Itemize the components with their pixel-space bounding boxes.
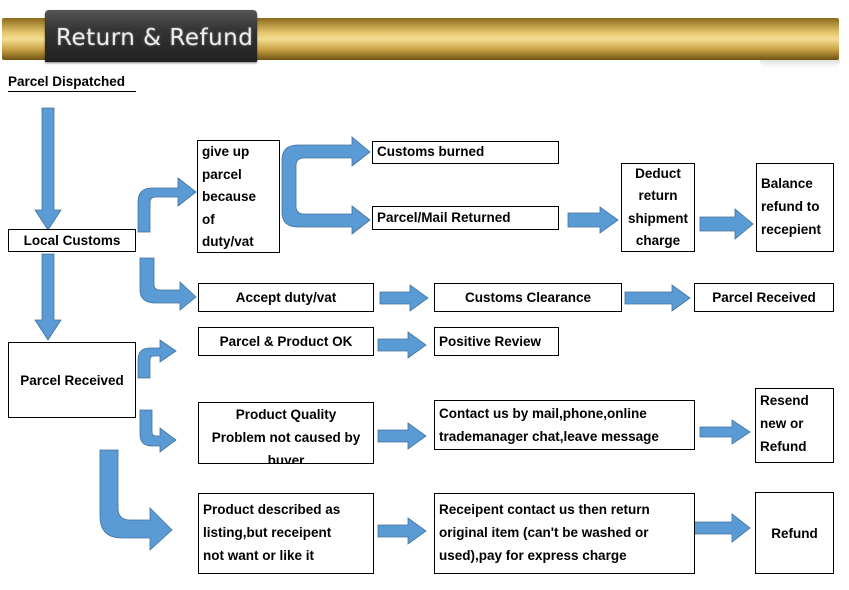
node-parcel-dispatched: Parcel Dispatched	[8, 74, 136, 92]
arrow-dispatched-to-customs	[34, 107, 62, 231]
node-positive-review: Positive Review	[434, 327, 559, 356]
node-parcel-received-left: Parcel Received	[8, 342, 136, 418]
arrow-contact-to-resend	[699, 419, 751, 445]
arrow-customs-to-received	[34, 253, 62, 341]
node-parcel-received-right: Parcel Received	[694, 283, 834, 312]
title-tab: Return & Refund	[45, 10, 257, 62]
arrow-accept-to-clearance	[379, 284, 429, 312]
page-title: Return & Refund	[56, 25, 254, 51]
arrow-deduct-to-balance	[699, 208, 754, 240]
arrow-received-to-described	[99, 449, 173, 551]
node-refund: Refund	[755, 492, 834, 574]
arrow-received-to-ok	[137, 339, 177, 379]
arrow-contact-to-refund	[692, 513, 751, 543]
arrow-returned-to-deduct	[567, 206, 619, 234]
node-balance-refund: Balance refund to recepient	[756, 163, 834, 252]
node-local-customs: Local Customs	[8, 229, 136, 252]
node-resend-or-refund: Resend new or Refund	[755, 388, 834, 463]
arrow-ok-to-review	[377, 331, 427, 359]
arrow-quality-to-contact	[377, 422, 427, 450]
arrow-customs-to-accept	[139, 257, 197, 311]
node-contact-us: Contact us by mail,phone,online trademan…	[434, 400, 695, 450]
arrow-customs-to-giveup	[137, 177, 197, 233]
banner-shadow	[760, 60, 840, 68]
node-customs-burned: Customs burned	[372, 141, 559, 164]
node-product-quality-problem: Product Quality Problem not caused by bu…	[198, 402, 374, 464]
arrow-clearance-to-received	[624, 284, 691, 312]
arrow-giveup-branch	[281, 136, 371, 235]
node-accept-duty: Accept duty/vat	[198, 283, 374, 312]
arrow-described-to-contact	[377, 517, 427, 545]
arrow-received-to-quality	[139, 409, 177, 453]
node-receipent-contact: Receipent contact us then return origina…	[434, 493, 695, 574]
node-customs-clearance: Customs Clearance	[434, 283, 622, 312]
node-parcel-product-ok: Parcel & Product OK	[198, 327, 374, 356]
node-parcel-mail-returned: Parcel/Mail Returned	[372, 206, 559, 230]
node-deduct-return-charge: Deduct return shipment charge	[621, 163, 695, 252]
node-product-described: Product described as listing,but receipe…	[198, 493, 374, 574]
node-give-up-parcel: give up parcel because of duty/vat	[197, 140, 280, 253]
